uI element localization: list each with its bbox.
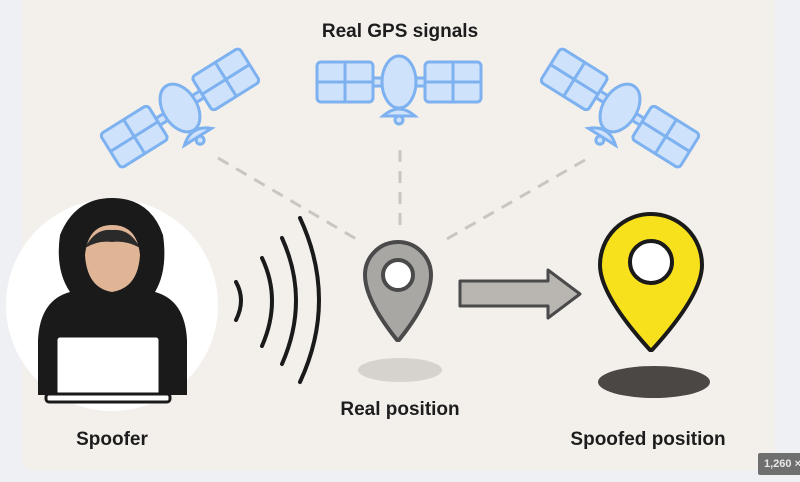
signal-waves-icon <box>234 216 321 384</box>
spoofed-position-pin-icon <box>598 212 710 398</box>
spoofer-label: Spoofer <box>76 429 148 450</box>
satellite-icon-left <box>95 40 274 189</box>
arrow-icon <box>458 268 582 320</box>
spoofed-position-label: Spoofed position <box>570 429 726 450</box>
image-size-badge: 1,260 × <box>758 453 800 475</box>
hacker-icon <box>6 198 218 411</box>
satellite-icon-center <box>315 54 483 126</box>
satellites-label: Real GPS signals <box>321 21 479 42</box>
signal-lines <box>217 150 586 242</box>
real-position-pin-icon <box>358 240 442 382</box>
satellite-icon-right <box>526 40 705 189</box>
signal-line-right <box>444 158 586 242</box>
real-position-label: Real position <box>340 399 460 420</box>
signal-line-left <box>217 156 359 242</box>
